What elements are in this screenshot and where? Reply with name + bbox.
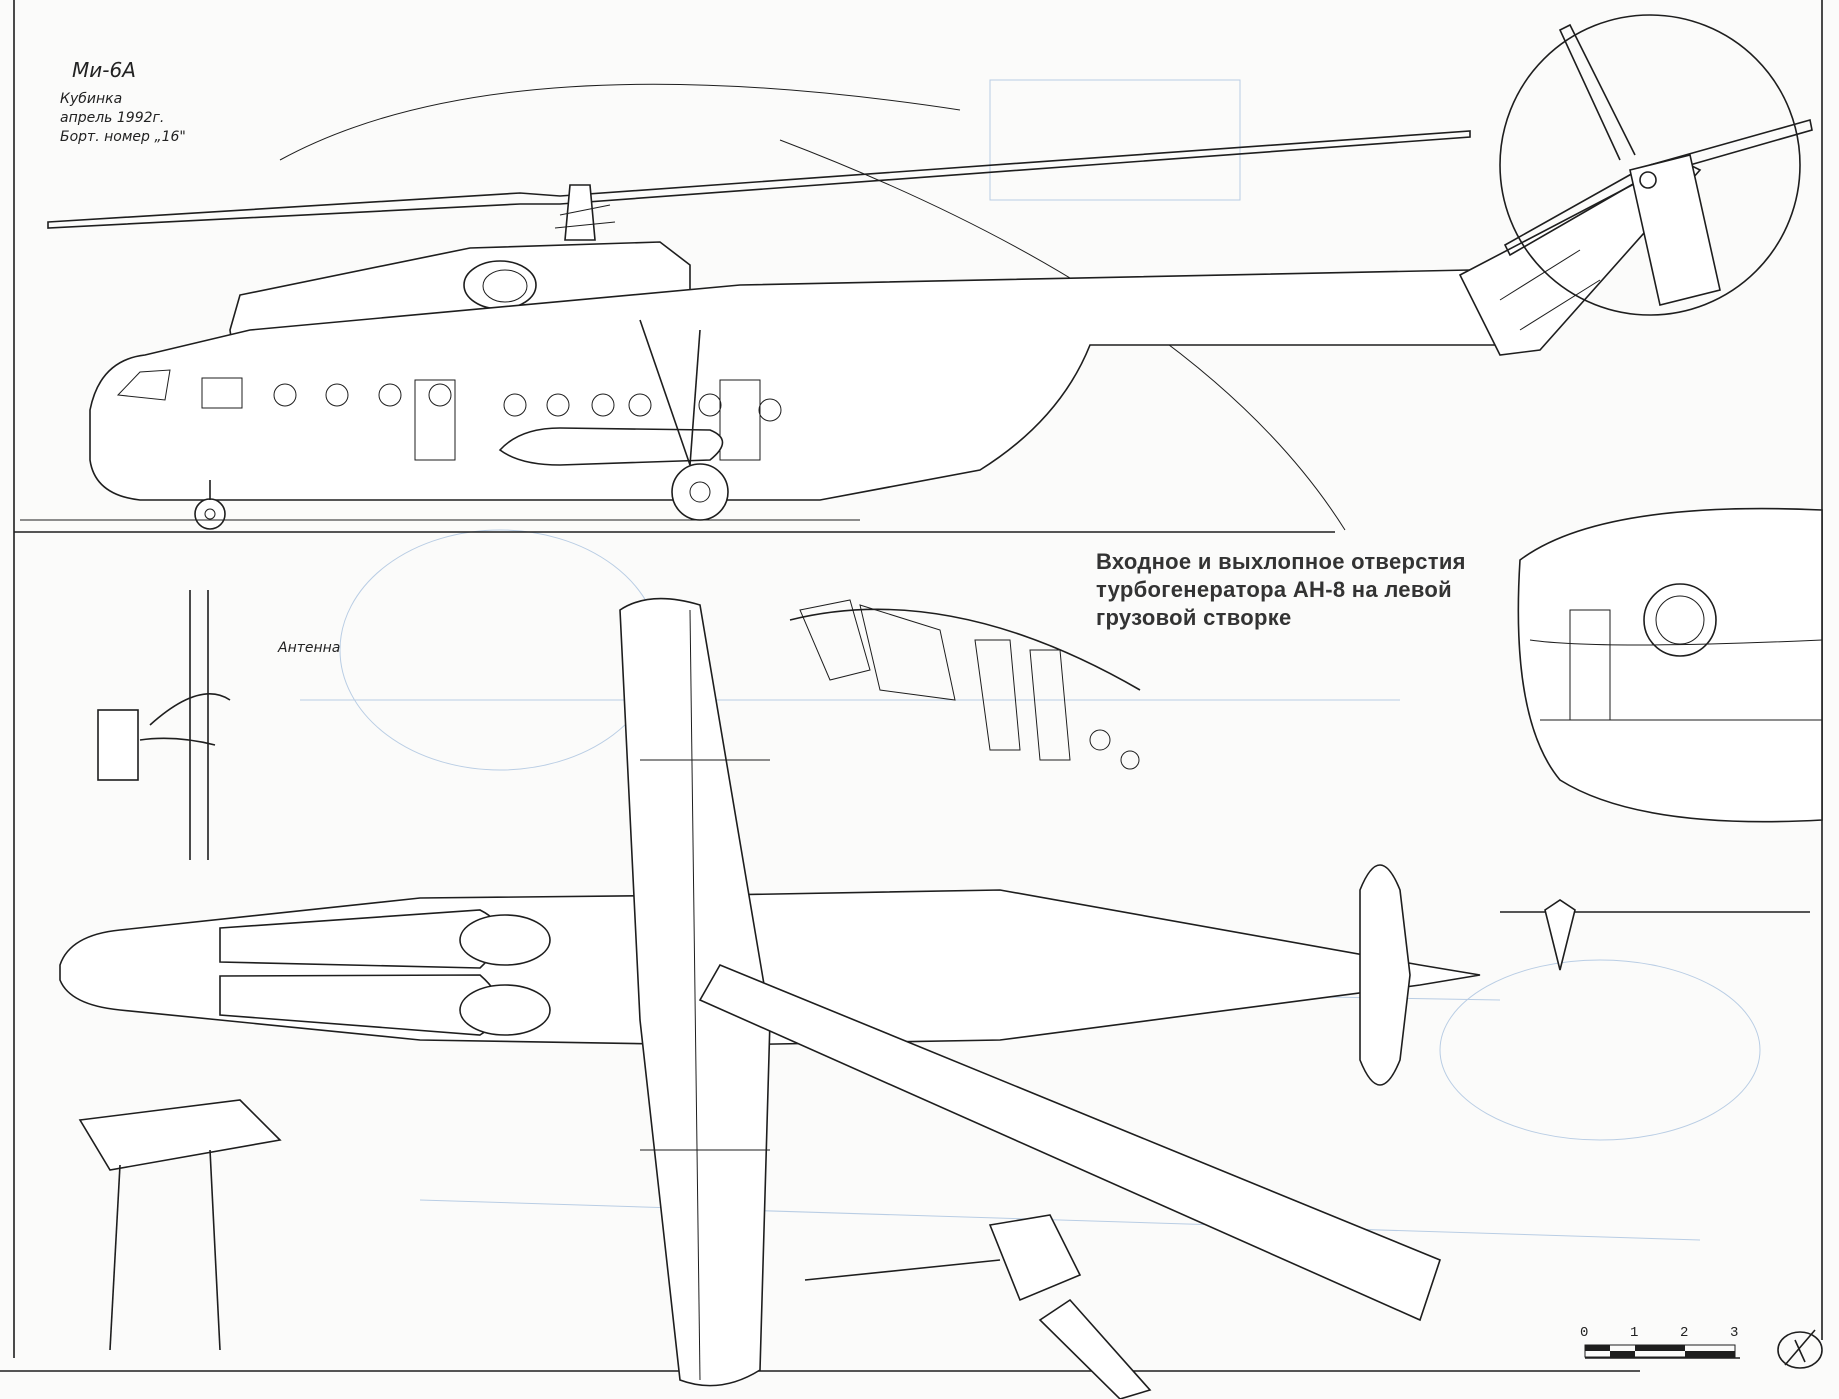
sheet-border (0, 0, 1823, 1372)
side-view (20, 14, 1813, 530)
antenna-label: Антенна (278, 640, 341, 656)
location-line: Кубинка (60, 91, 123, 107)
scale-tick-label: 3 (1730, 1325, 1739, 1341)
drawing-title: Ми-6А (72, 58, 136, 82)
antenna-detail (97, 590, 231, 860)
cargo-door-detail (1517, 507, 1823, 823)
portholes (273, 383, 782, 422)
caption-line: турбогенератора АН-8 на левой (1096, 577, 1452, 602)
top-view (59, 597, 1810, 1387)
drawing-location-notes: Кубинка апрель 1992г. Борт. номер „16" (60, 90, 186, 147)
caption-line: Входное и выхлопное отверстия (1096, 549, 1466, 574)
strut-detail (804, 1214, 1152, 1399)
caption-line: грузовой створке (1096, 605, 1292, 630)
signature-mark (1777, 1329, 1823, 1369)
scale-bar (1584, 1344, 1740, 1359)
scale-tick-label: 0 (1580, 1325, 1589, 1341)
detail-caption: Входное и выхлопное отверстия турбогенер… (1096, 548, 1466, 632)
date-line: апрель 1992г. (60, 110, 165, 126)
scale-tick-label: 1 (1630, 1325, 1639, 1341)
cockpit-glazing-detail (789, 599, 1141, 770)
scale-tick-label: 2 (1680, 1325, 1689, 1341)
probe-detail (78, 1099, 282, 1351)
tail-number-line: Борт. номер „16" (60, 129, 186, 145)
